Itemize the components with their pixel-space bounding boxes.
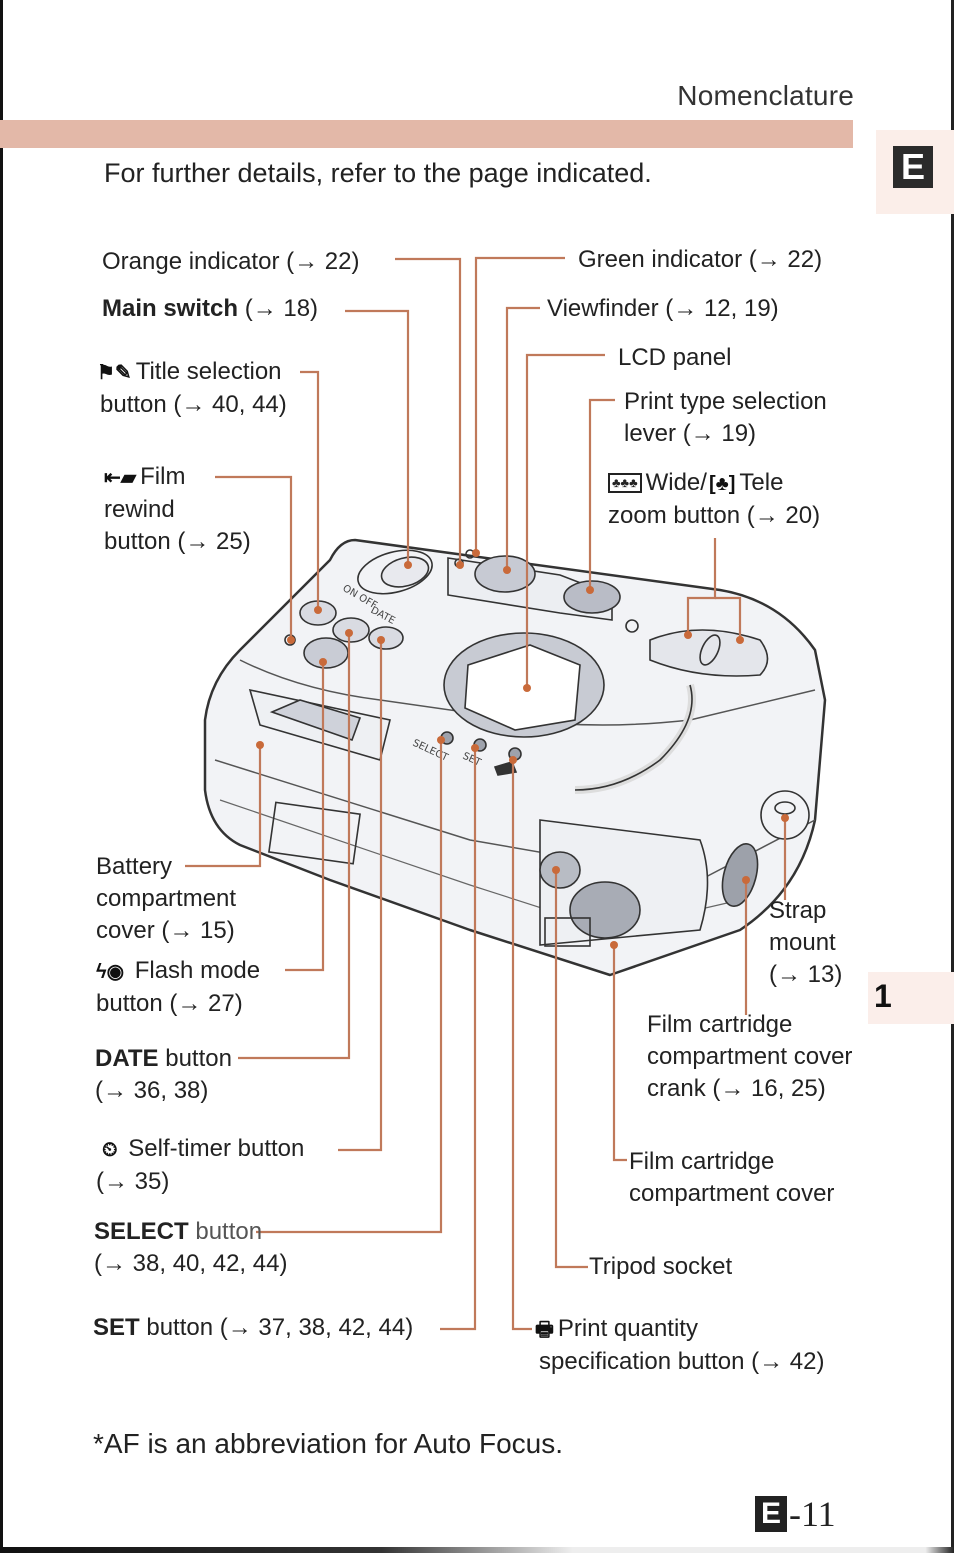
label-film-cartridge-cover: Film cartridge compartment cover — [629, 1148, 835, 1207]
leader-title-selection — [300, 370, 320, 610]
label-strap-mount: Strap mount (→ 13) — [769, 897, 843, 988]
label-viewfinder: Viewfinder (→ 12, 19) — [547, 295, 779, 322]
label-orange-indicator: Orange indicator (→ 22) — [102, 248, 360, 275]
footnote: *AF is an abbreviation for Auto Focus. — [93, 1428, 564, 1459]
leader-date — [238, 633, 351, 1060]
leader-green-indicator — [474, 256, 565, 553]
leader-film-cover — [612, 945, 627, 1162]
leader-select — [256, 740, 443, 1234]
label-print-type-lever: Print type selection lever (→ 19) — [624, 388, 827, 447]
tele-icon: [♣] — [708, 473, 736, 495]
label-title-selection: ⚑✎Title selection button (→ 40, 44) — [97, 358, 287, 418]
section-title: Nomenclature — [677, 80, 854, 111]
leader-dots — [256, 549, 789, 949]
label-date-button: DATE button (→ 36, 38) — [95, 1045, 232, 1104]
title-flag-pen-icon: ⚑✎ — [97, 362, 132, 384]
leader-print-type — [588, 398, 615, 590]
label-zoom-button: ♣♣♣Wide/[♣]Tele zoom button (→ 20) — [608, 469, 821, 529]
label-battery-cover: Battery compartment cover (→ 15) — [96, 853, 237, 944]
self-timer-icon: ⏲ — [102, 1139, 118, 1161]
flash-redeye-icon: ϟ◉ — [96, 961, 125, 983]
label-tripod-socket: Tripod socket — [589, 1253, 733, 1280]
leader-lines — [185, 256, 787, 1331]
label-film-cover-crank: Film cartridge compartment cover crank (… — [647, 1011, 853, 1102]
page-number: E-11 — [755, 1493, 836, 1535]
chapter-number-tab-background — [868, 972, 954, 1024]
label-lcd-panel: LCD panel — [618, 344, 732, 371]
label-green-indicator: Green indicator (→ 22) — [578, 246, 823, 273]
leader-zoom-tele — [715, 596, 742, 640]
header-band — [0, 120, 853, 148]
label-set-button: SET button (→ 37, 38, 42, 44) — [93, 1314, 414, 1341]
leader-self-timer — [338, 640, 383, 1152]
printer-icon: 🖶 — [535, 1319, 554, 1341]
leader-flash — [285, 662, 325, 972]
page-bottom-edge — [0, 1547, 954, 1553]
camera-details — [248, 549, 810, 947]
label-film-rewind: ⇤▰Film rewind button (→ 25) — [104, 463, 251, 555]
leader-print-qty — [511, 760, 532, 1331]
label-self-timer: ⏲ Self-timer button (→ 35) — [96, 1135, 305, 1195]
leader-lcd-panel — [525, 353, 605, 688]
leader-tripod — [554, 870, 588, 1269]
leader-viewfinder — [505, 306, 540, 570]
intro-text: For further details, refer to the page i… — [104, 158, 652, 188]
leader-film-rewind — [215, 475, 293, 640]
leader-main-switch — [345, 309, 410, 565]
wide-icon: ♣♣♣ — [608, 473, 642, 493]
leader-orange-indicator — [395, 257, 462, 565]
label-print-quantity: 🖶Print quantity specification button (→ … — [535, 1315, 825, 1375]
leader-zoom — [686, 538, 717, 635]
language-tab-e: E — [893, 146, 933, 188]
leader-battery — [185, 745, 262, 868]
page-left-edge — [0, 0, 3, 1553]
label-main-switch: Main switch (→ 18) — [102, 295, 319, 322]
page-prefix-e: E — [755, 1496, 787, 1532]
label-flash-mode: ϟ◉ Flash mode button (→ 27) — [96, 957, 261, 1017]
film-rewind-icon: ⇤▰ — [104, 467, 137, 489]
label-select-button: SELECT button (→ 38, 40, 42, 44) — [94, 1218, 288, 1277]
chapter-number: 1 — [874, 978, 892, 1014]
leader-set — [440, 748, 477, 1331]
page-right-edge — [951, 0, 954, 1553]
